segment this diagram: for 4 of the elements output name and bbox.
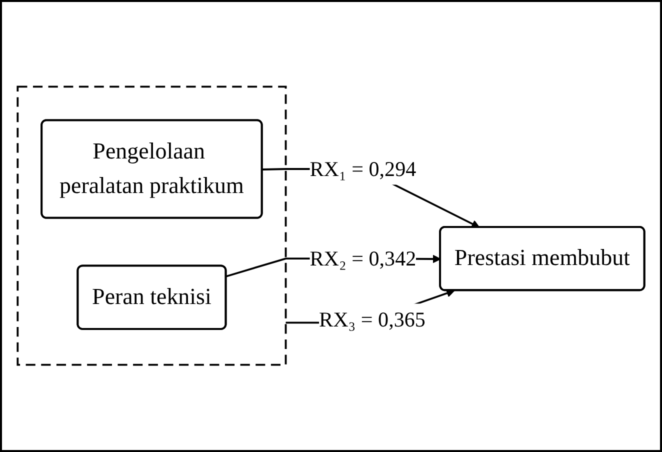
edge-label: RX₃ = 0,365 [319, 308, 426, 332]
edge-label: RX₂ = 0,342 [310, 246, 416, 271]
edge-label: RX₁ = 0,294 [310, 157, 416, 182]
cluster [16, 86, 287, 366]
